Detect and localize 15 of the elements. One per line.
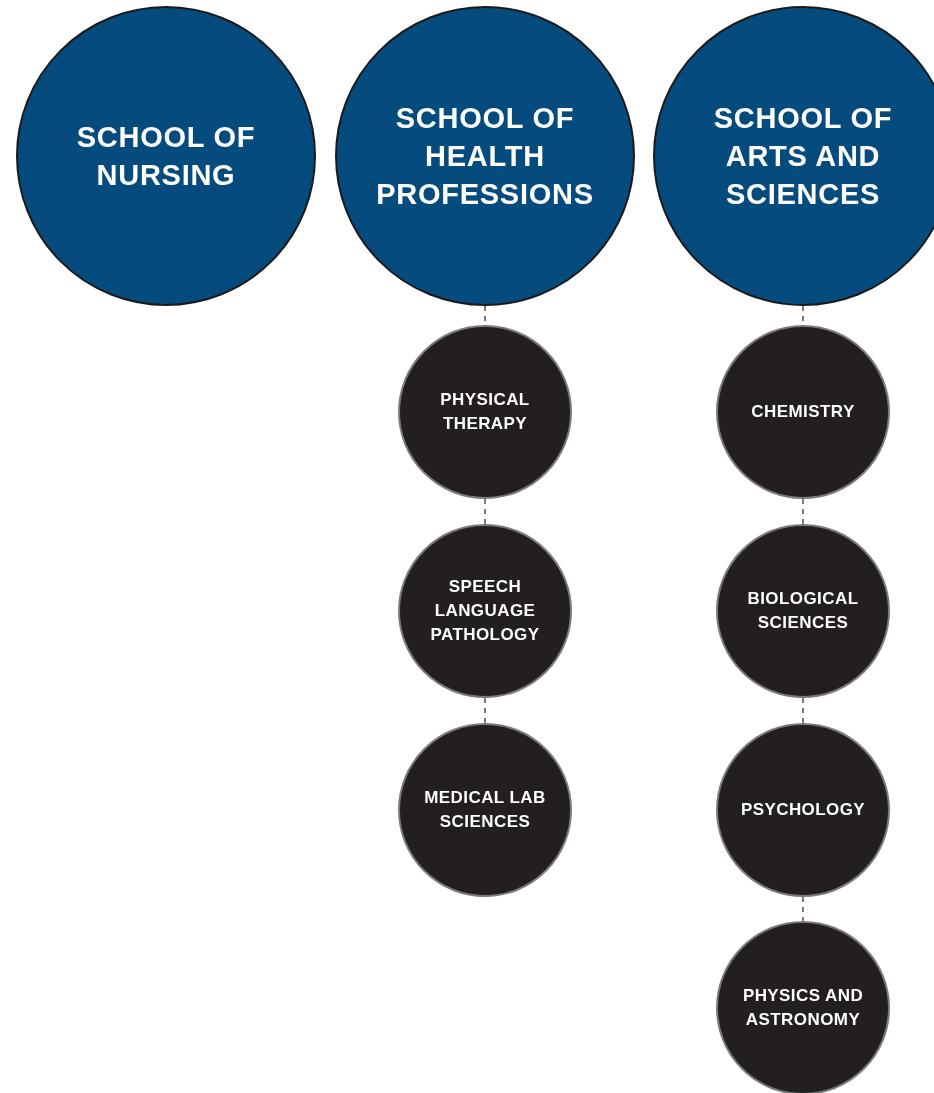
dashed-connector (802, 896, 804, 922)
department-name: SPEECH LANGUAGE PATHOLOGY (429, 576, 541, 646)
dashed-connector (802, 498, 804, 525)
department-name: PHYSICAL THERAPY (439, 389, 531, 435)
department-name: CHEMISTRY (750, 401, 856, 423)
department-name: MEDICAL LAB SCIENCES (423, 787, 547, 833)
dashed-connector (802, 697, 804, 724)
department-name: PHYSICS AND ASTRONOMY (741, 985, 865, 1031)
school-name: SCHOOL OF NURSING (75, 120, 257, 193)
dashed-connector (484, 697, 486, 724)
school-name: SCHOOL OF HEALTH PROFESSIONS (375, 101, 595, 212)
dashed-connector (484, 498, 486, 525)
department-name: PSYCHOLOGY (739, 799, 867, 821)
department-name: BIOLOGICAL SCIENCES (746, 588, 860, 634)
school-name: SCHOOL OF ARTS AND SCIENCES (712, 101, 894, 212)
